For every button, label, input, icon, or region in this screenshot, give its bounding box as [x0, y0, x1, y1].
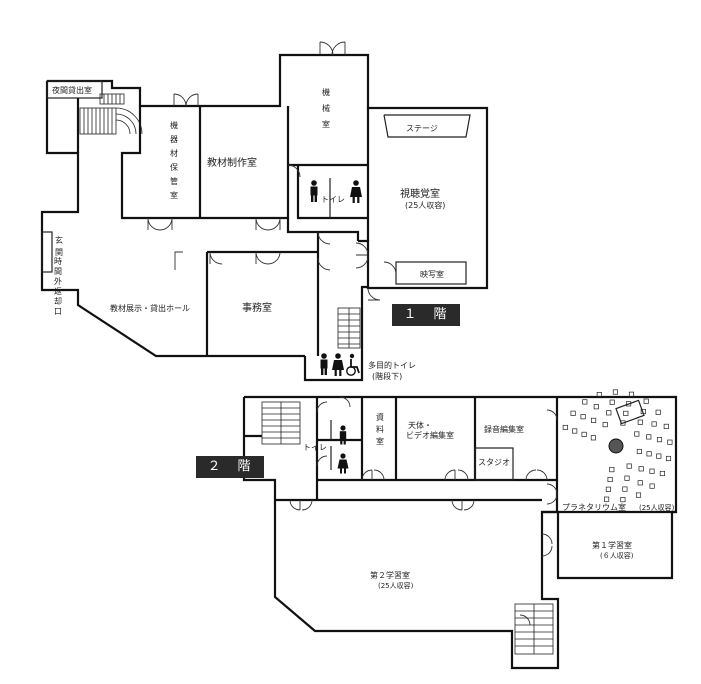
planetarium-seat [570, 410, 576, 416]
planetarium-seat [593, 404, 599, 410]
room-toilet-2f: トイレ [303, 443, 327, 452]
first-floor-vertical-labels: 機器材保管室 機械室 玄関 時間外返却口 [54, 87, 330, 316]
male-toilet-icon [310, 180, 318, 202]
room-night-return: 夜間貸出室 [52, 85, 92, 95]
planetarium-seat [649, 483, 655, 489]
planetarium-seat [607, 476, 613, 483]
planetarium-seat [656, 437, 663, 443]
console-icon [615, 399, 645, 425]
room-equipment-storage: 機器材保管室 [170, 120, 178, 200]
first-floor-walls [40, 53, 489, 382]
first-floor-labels: 夜間貸出室 視聴覚室 (25人収容) ステージ 映写室 トイレ 教材展示・貸出ホ… [52, 85, 445, 381]
room-studio: スタジオ [478, 458, 510, 467]
planetarium-seat [590, 435, 596, 441]
second-floor-stairs [261, 401, 554, 655]
planetarium-seat [582, 399, 588, 405]
planetarium-seat [651, 421, 657, 427]
planetarium-seat [609, 399, 615, 405]
planetarium-seat [655, 409, 661, 415]
planetarium-seat [591, 417, 597, 423]
planetarium-seat [609, 467, 615, 473]
planetarium-seat [649, 468, 655, 474]
room-planetarium-capacity: (25人収容) [639, 503, 675, 512]
planetarium-seat [604, 496, 610, 502]
planetarium-seat [646, 451, 652, 457]
planetarium-seat [612, 389, 618, 395]
floor-2-label: ２ 階 [196, 456, 264, 478]
room-astronomy-video-line1: 天体・ [408, 420, 432, 430]
first-floor-stairs [79, 93, 361, 349]
room-archive: 資料室 [376, 412, 384, 446]
planetarium-seat [606, 410, 612, 416]
planetarium-seat [596, 392, 602, 398]
room-office: 事務室 [242, 301, 272, 314]
planetarium-seat [605, 486, 611, 492]
projector-icon [608, 438, 624, 454]
planetarium-seat [562, 424, 568, 431]
room-stage: ステージ [406, 124, 438, 133]
room-toilet-1f: トイレ [321, 195, 345, 204]
room-multipurpose-toilet: 多目的トイレ [368, 360, 416, 370]
room-study-1-capacity: (６人収容) [600, 551, 634, 560]
planetarium-seating [562, 389, 673, 503]
wheelchair-icon [346, 353, 360, 376]
room-av-capacity: (25人収容) [405, 200, 445, 210]
room-study-2: 第２学習室 [370, 570, 410, 580]
planetarium-seat [581, 431, 587, 437]
planetarium-seat [635, 492, 642, 498]
room-multipurpose-toilet-note: (階段下) [372, 371, 402, 381]
planetarium-seat [572, 428, 578, 434]
room-entrance: 玄関 [55, 235, 63, 257]
second-floor-labels: 天体・ 録音編集室 スタジオ トイレ プラネタリウム室 (25人収容) 第１学習… [303, 412, 675, 590]
planetarium-seat [637, 480, 643, 486]
planetarium-seat [634, 431, 640, 437]
planetarium-seat [638, 466, 644, 472]
planetarium-seat [626, 463, 632, 469]
planetarium-seat [665, 455, 672, 462]
planetarium-seat [646, 434, 652, 440]
planetarium-seat [624, 475, 630, 481]
room-projection: 映写室 [420, 269, 444, 279]
planetarium-seat [622, 486, 628, 492]
room-av: 視聴覚室 [400, 187, 440, 200]
second-floor-doors [289, 396, 558, 626]
second-floor-toilet-icons [337, 425, 349, 474]
planetarium-seat [623, 410, 629, 416]
male-toilet-icon [320, 353, 328, 375]
planetarium-seat [667, 439, 673, 445]
planetarium-seat [580, 414, 586, 420]
planetarium-seat [637, 419, 643, 425]
first-floor-doors [147, 41, 397, 301]
female-toilet-icon [332, 353, 344, 376]
planetarium-seat [602, 422, 608, 428]
female-toilet-icon [350, 180, 362, 203]
planetarium-seat [620, 497, 626, 503]
room-machine: 機械室 [322, 87, 330, 129]
room-audio-editing: 録音編集室 [484, 424, 524, 434]
planetarium-seat [643, 398, 649, 404]
room-study-1: 第１学習室 [592, 540, 632, 550]
floor-1-label: １ 階 [392, 304, 460, 326]
room-after-hours-return: 時間外返却口 [54, 257, 62, 316]
planetarium-seat [636, 448, 642, 455]
planetarium-seat [628, 391, 635, 397]
first-floor-toilet-icons [310, 180, 362, 376]
male-toilet-icon [339, 425, 347, 445]
room-study-2-capacity: (25人収容) [378, 581, 414, 590]
planetarium-seat [659, 470, 665, 477]
planetarium-seat [656, 453, 662, 459]
female-toilet-icon [337, 453, 349, 474]
room-planetarium: プラネタリウム室 [562, 502, 626, 512]
second-floor-walls [242, 395, 678, 670]
room-astronomy-video-line2: ビデオ編集室 [406, 431, 454, 440]
planetarium-seat [663, 423, 669, 429]
room-exhibition-hall: 教材展示・貸出ホール [110, 303, 190, 313]
room-materials-production: 教材制作室 [207, 156, 257, 169]
